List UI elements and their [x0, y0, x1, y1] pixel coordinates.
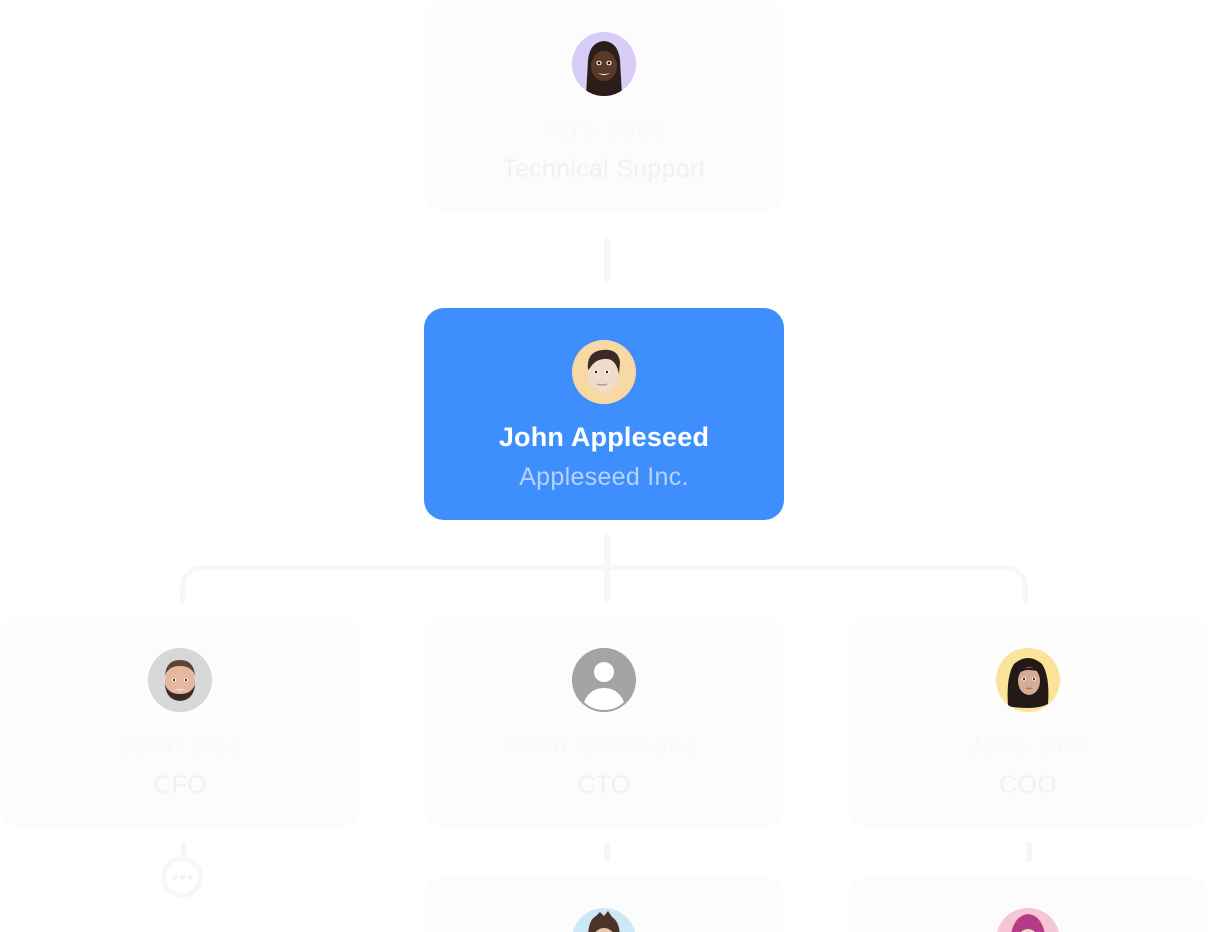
- memoji-man-dark-hair-icon: [572, 340, 636, 404]
- person-role: CTO: [577, 771, 631, 799]
- memoji-woman-dark-hair-icon: [996, 648, 1060, 712]
- person-role: COO: [999, 771, 1057, 799]
- memoji-man-spiky-hair-icon: [572, 908, 636, 932]
- dot-icon: [171, 874, 177, 880]
- org-card-grandchild[interactable]: [424, 876, 784, 932]
- memoji-woman-pink-hair-icon: [996, 908, 1060, 932]
- org-card-selected[interactable]: John Appleseed Appleseed Inc.: [424, 308, 784, 520]
- person-name: Tara Jobs: [540, 114, 668, 144]
- more-options-button[interactable]: [161, 856, 203, 898]
- org-card-parent[interactable]: Tara Jobs Technical Support: [424, 0, 784, 212]
- org-card-grandchild[interactable]: [848, 876, 1208, 932]
- person-role: Appleseed Inc.: [519, 463, 689, 491]
- org-card-child-cto[interactable]: Kent Simmons CTO: [424, 616, 784, 828]
- person-name: Jane Doe: [967, 730, 1089, 760]
- person-role: CFO: [153, 771, 207, 799]
- person-name: Kent Simmons: [508, 730, 700, 760]
- person-name: John Doe: [117, 730, 243, 760]
- person-placeholder-icon: [572, 648, 636, 712]
- dot-icon: [187, 874, 193, 880]
- org-card-child-cfo[interactable]: John Doe CFO: [0, 616, 360, 828]
- dot-icon: [179, 874, 185, 880]
- connector-line: [604, 842, 610, 862]
- org-card-child-coo[interactable]: Jane Doe COO: [848, 616, 1208, 828]
- person-name: John Appleseed: [498, 422, 710, 452]
- connector-line: [604, 238, 610, 282]
- memoji-woman-braids-icon: [572, 32, 636, 96]
- person-role: Technical Support: [502, 155, 706, 183]
- connector-line: [1026, 842, 1032, 862]
- connector-line: [181, 842, 186, 860]
- connector-bracket: [180, 565, 1028, 603]
- memoji-man-beard-icon: [148, 648, 212, 712]
